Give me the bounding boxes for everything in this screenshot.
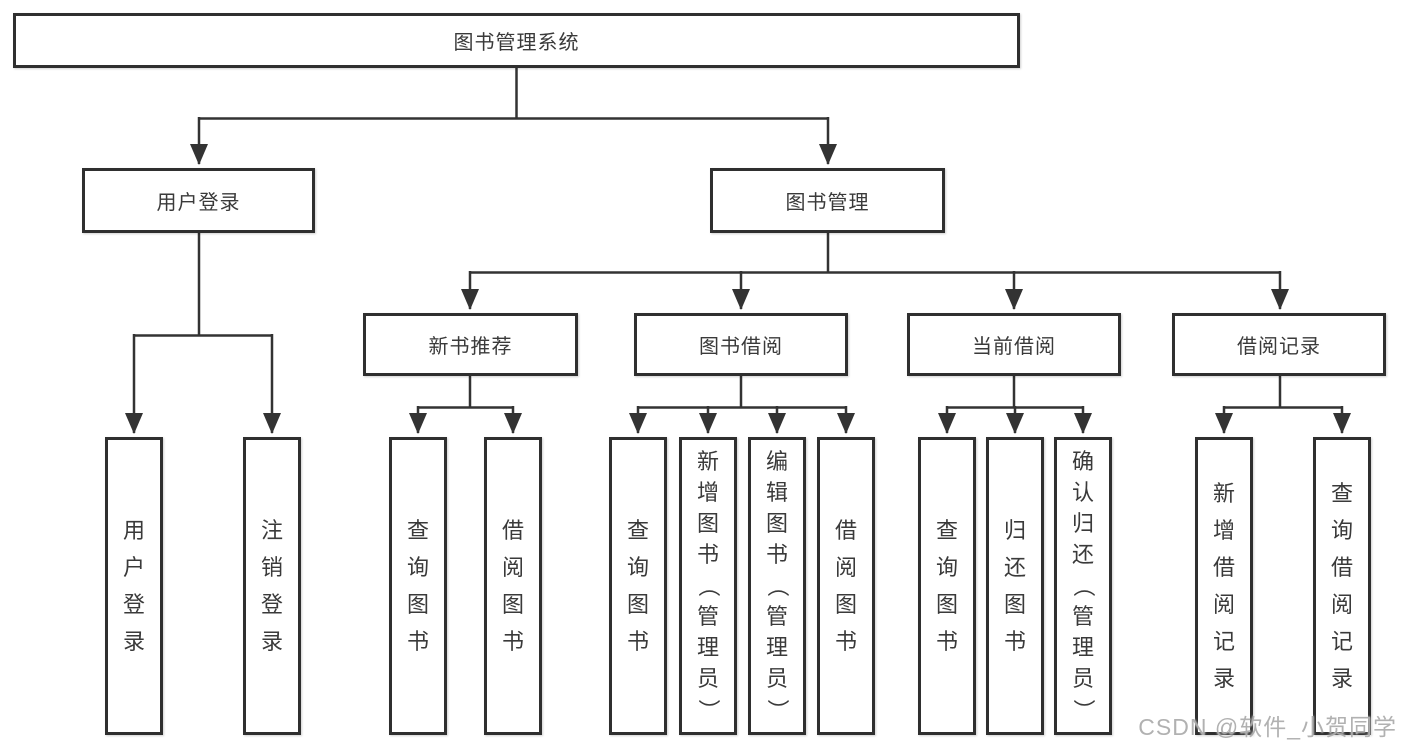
leaf-add-borrow-record: 新增借阅记录 (1195, 437, 1253, 735)
leaf-query-books-recommend: 查询图书 (389, 437, 447, 735)
csdn-watermark: CSDN @软件_小贺同学 (1138, 714, 1397, 740)
node-book-management: 图书管理 (710, 168, 945, 233)
leaf-borrow-books-recommend: 借阅图书 (484, 437, 542, 735)
leaf-confirm-return-admin: 确认归还（管理员） (1054, 437, 1112, 735)
leaf-query-borrow-record: 查询借阅记录 (1313, 437, 1371, 735)
leaf-logout: 注销登录 (243, 437, 301, 735)
node-book-borrow: 图书借阅 (634, 313, 848, 376)
leaf-query-books-current: 查询图书 (918, 437, 976, 735)
leaf-query-books-borrow: 查询图书 (609, 437, 667, 735)
leaf-edit-books-admin: 编辑图书（管理员） (748, 437, 806, 735)
leaf-user-login: 用户登录 (105, 437, 163, 735)
node-user-login: 用户登录 (82, 168, 315, 233)
node-library-system: 图书管理系统 (13, 13, 1020, 68)
node-current-borrow: 当前借阅 (907, 313, 1121, 376)
node-new-book-recommend: 新书推荐 (363, 313, 578, 376)
leaf-return-books: 归还图书 (986, 437, 1044, 735)
node-borrow-records: 借阅记录 (1172, 313, 1386, 376)
leaf-borrow-books: 借阅图书 (817, 437, 875, 735)
leaf-add-books-admin: 新增图书（管理员） (679, 437, 737, 735)
